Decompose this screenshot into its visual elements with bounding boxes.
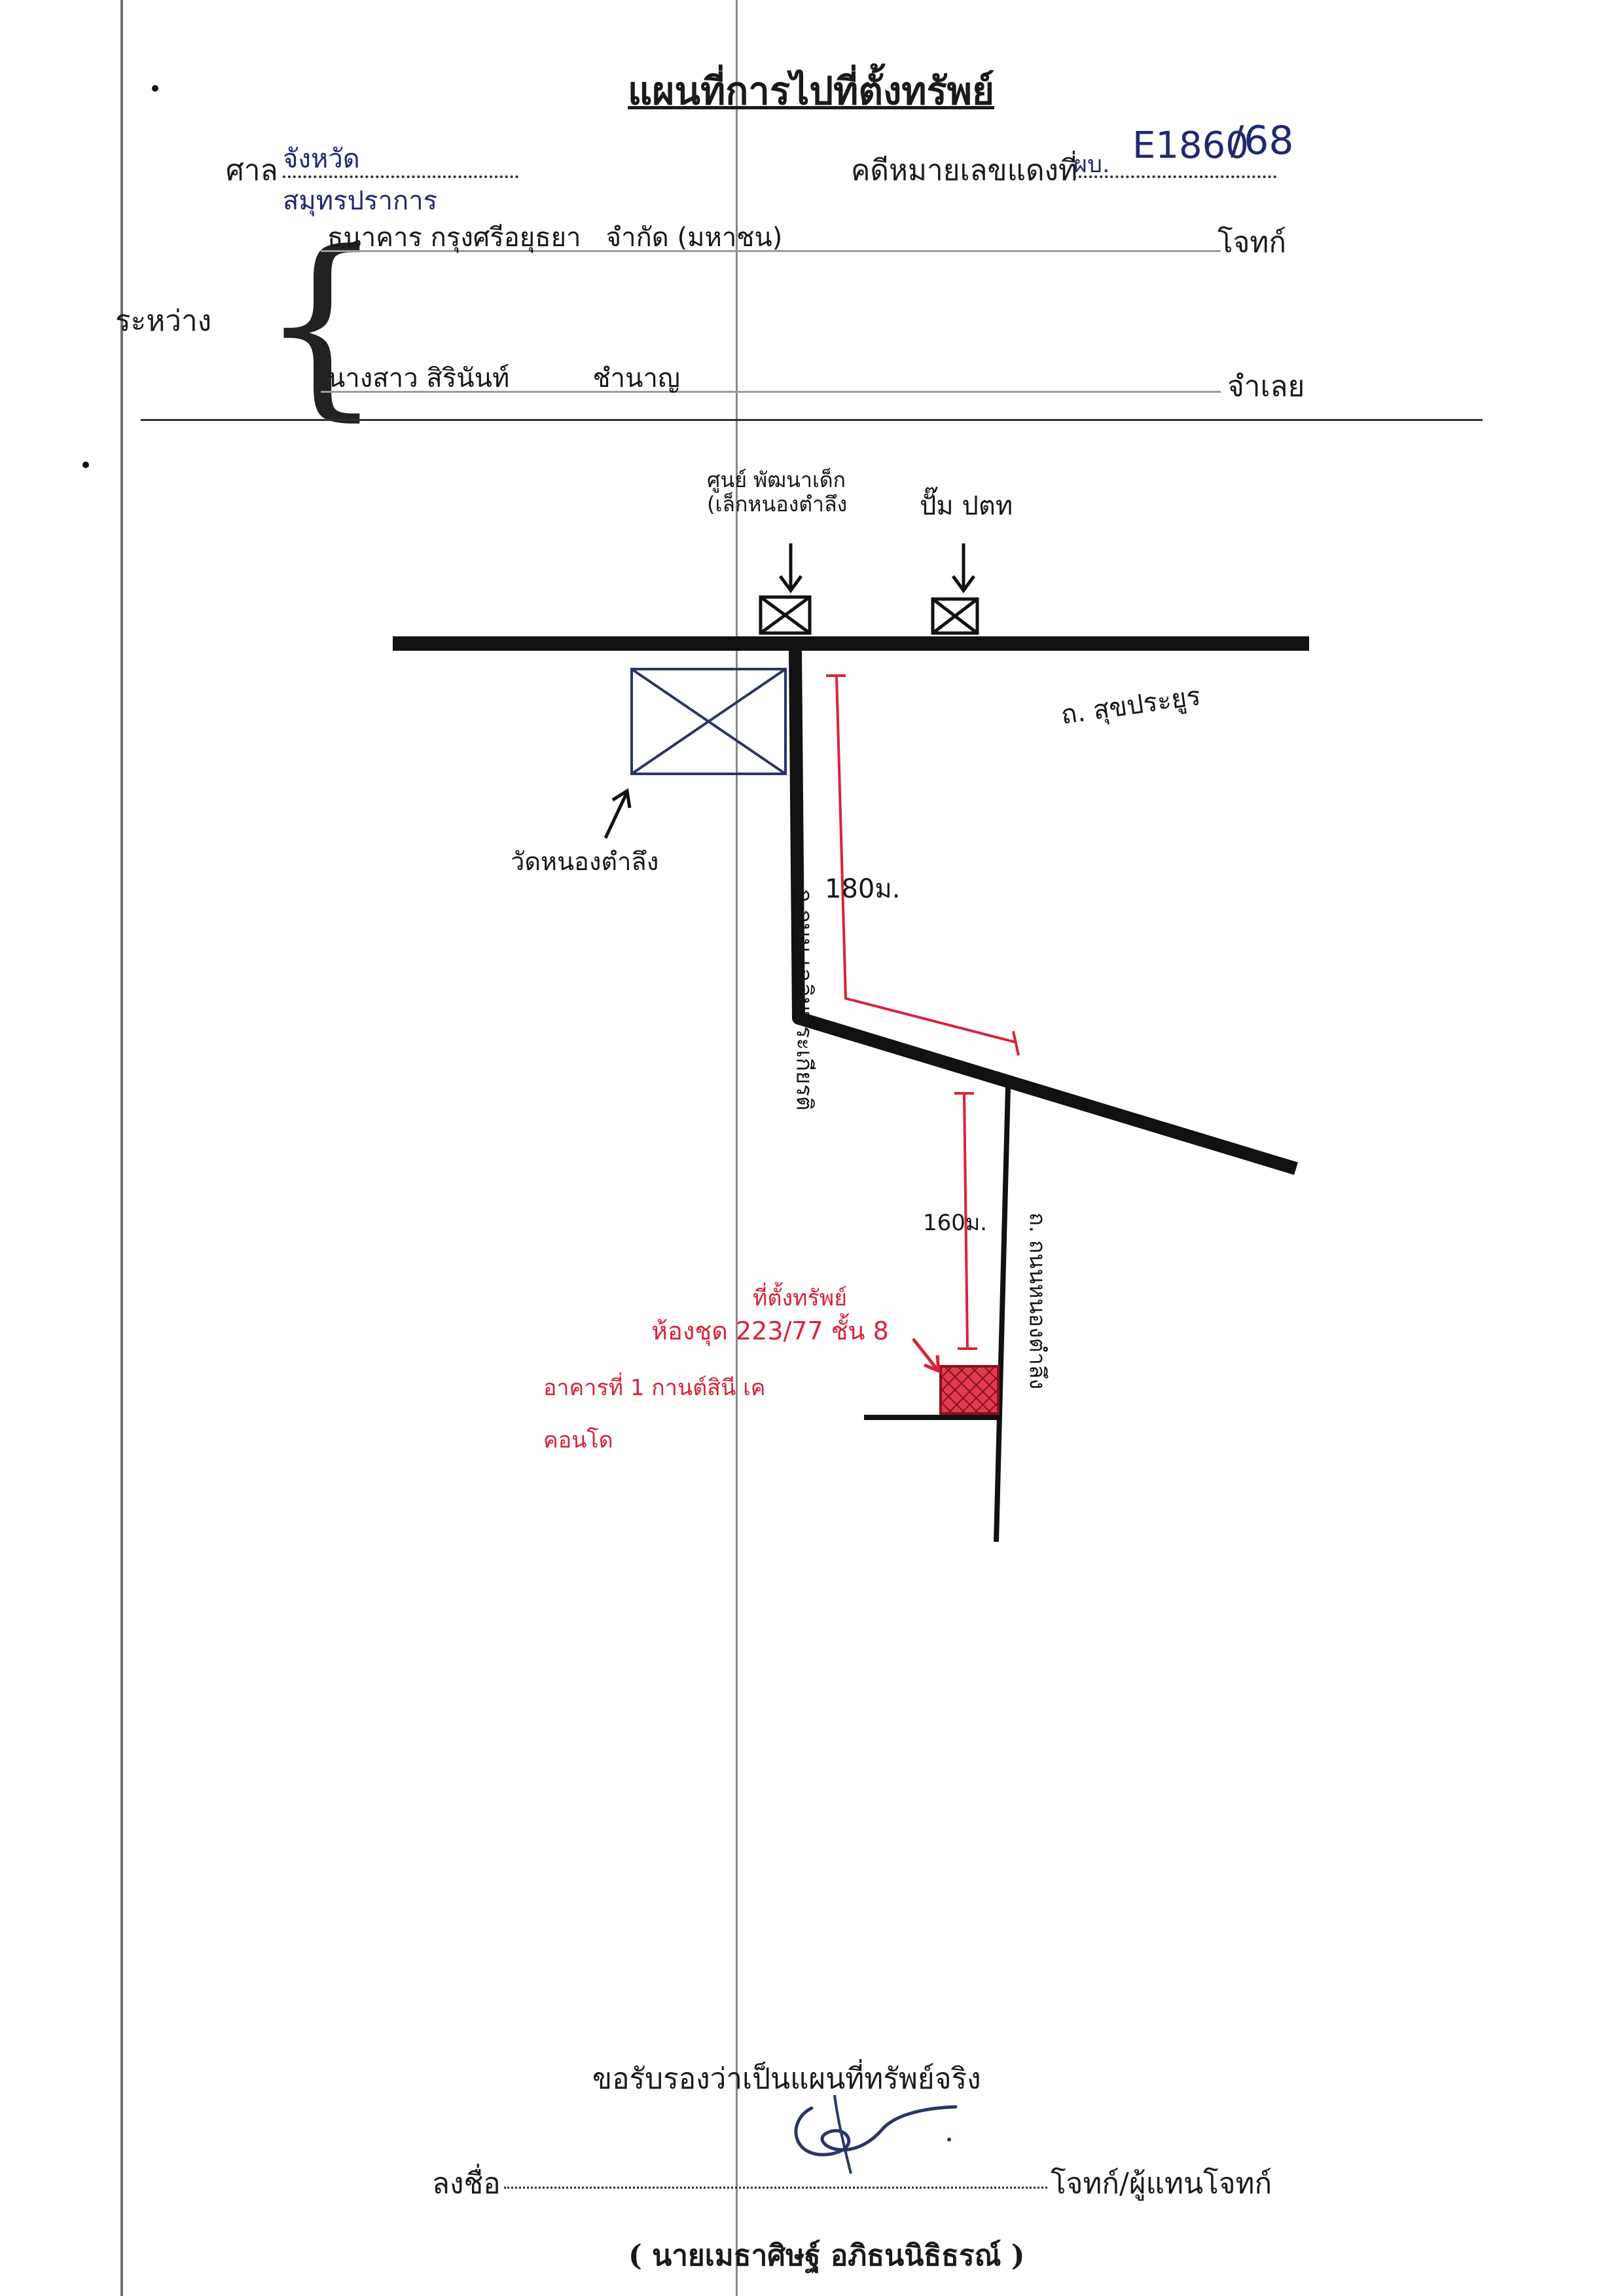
temple-box (630, 668, 787, 775)
sign-line (504, 2179, 1047, 2189)
side-road (789, 650, 1298, 1175)
defendant-value: นางสาว สิรินันท์ ชำนาญ (327, 363, 680, 393)
arrow-center (778, 543, 803, 594)
road-side-label: ถ.ถนน เฉลิมพระเกียรติ (791, 888, 818, 1111)
landmark-pump-label: ปั๊ม ปตท (920, 491, 1013, 521)
temple-label: วัดหนองตำลึง (511, 847, 659, 876)
page-title: แผนที่การไปที่ตั้งทรัพย์ (628, 69, 994, 113)
defendant-label: จำเลย (1227, 370, 1305, 403)
main-road (393, 636, 1309, 651)
plaintiff-label: โจทก์ (1217, 226, 1287, 259)
child-center-box (759, 595, 812, 635)
between-label: ระหว่าง (115, 304, 212, 338)
arrow-pump (951, 543, 976, 594)
pump-box (931, 597, 979, 635)
property-line-2: อาคารที่ 1 กานต์สินี เค (543, 1375, 766, 1401)
distance-1-label: 180ม. (825, 874, 901, 904)
header-divider (141, 419, 1483, 421)
case-number: E1860 (1132, 124, 1249, 167)
case-number-field: ผบ. E1860 (1073, 124, 1276, 178)
defendant-line: นางสาว สิรินันท์ ชำนาญ (321, 357, 1221, 393)
certify-text: ขอรับรองว่าเป็นแผนที่ทรัพย์จริง (592, 2062, 981, 2096)
sign-role: โจทก์/ผู้แทนโจทก์ (1051, 2167, 1272, 2200)
signature (794, 2094, 958, 2174)
arrow-property (912, 1338, 941, 1374)
fold-line-center (736, 0, 738, 2296)
arrow-temple (604, 788, 632, 839)
property-line-1: ห้องชุด 223/77 ชั้น 8 (651, 1317, 889, 1345)
distance-marker-2 (954, 1092, 977, 1350)
property-box (939, 1365, 1000, 1415)
court-value-text: จังหวัด สมุทรปราการ (283, 144, 438, 216)
between-brace: { (259, 210, 384, 438)
page-dot (82, 462, 89, 468)
plaintiff-value: ธนาคาร กรุงศรีอยุธยา จำกัด (มหาชน) (327, 223, 783, 253)
sign-label: ลงชื่อ (432, 2167, 501, 2200)
lower-road (994, 1086, 1011, 1542)
case-prefix: ผบ. (1073, 151, 1110, 178)
case-year: /68 (1231, 118, 1294, 164)
property-heading: ที่ตั้งทรัพย์ (753, 1285, 848, 1311)
signer-name: ( นายเมธาศิษฐ์ อภิธนนิธิธรณ์ ) (628, 2239, 1025, 2272)
landmark-center-label: ศูนย์ พัฒนาเด็ก (เล็กหนองตำลึง (707, 467, 848, 517)
case-label: คดีหมายเลขแดงที่ (851, 154, 1078, 187)
page-dot (152, 85, 158, 92)
road-lower-label: ถ. ถนนหนองตำลึง (1024, 1212, 1051, 1390)
distance-marker-1 (826, 674, 1020, 1056)
margin-line-left (120, 0, 123, 2296)
court-label: ศาล (226, 154, 278, 187)
distance-2-label: 160ม. (923, 1210, 988, 1236)
plaintiff-line: ธนาคาร กรุงศรีอยุธยา จำกัด (มหาชน) (321, 216, 1221, 253)
court-value: จังหวัด สมุทรปราการ (283, 137, 518, 216)
property-line-3: คอนโด (543, 1427, 613, 1453)
